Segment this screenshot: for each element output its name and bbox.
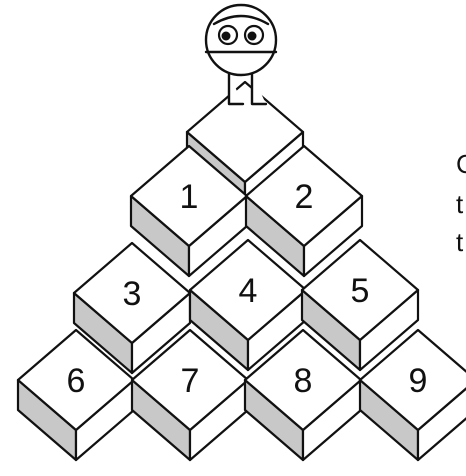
cropped-text-line-2: t bbox=[456, 189, 464, 219]
cubes-layer: 1 2 3 4 5 6 7 8 9 bbox=[18, 82, 466, 460]
robot-left-eye bbox=[219, 26, 237, 44]
robot-right-leg bbox=[252, 74, 266, 104]
cropped-side-text: C t t bbox=[456, 149, 466, 257]
cube-number-label: 7 bbox=[181, 362, 200, 400]
cube-number-label: 3 bbox=[123, 275, 142, 313]
cube-number-label: 2 bbox=[295, 178, 314, 216]
cropped-text-line-1: C bbox=[456, 149, 466, 179]
cropped-text-line-3: t bbox=[456, 227, 464, 257]
cube-number-label: 9 bbox=[409, 362, 428, 400]
cube-number-label: 1 bbox=[180, 178, 199, 216]
cube-number-label: 6 bbox=[67, 362, 86, 400]
cube-number-label: 4 bbox=[239, 272, 258, 310]
robot-right-eye bbox=[245, 26, 263, 44]
cube-number-label: 5 bbox=[351, 272, 370, 310]
cube-number-label: 8 bbox=[294, 362, 313, 400]
